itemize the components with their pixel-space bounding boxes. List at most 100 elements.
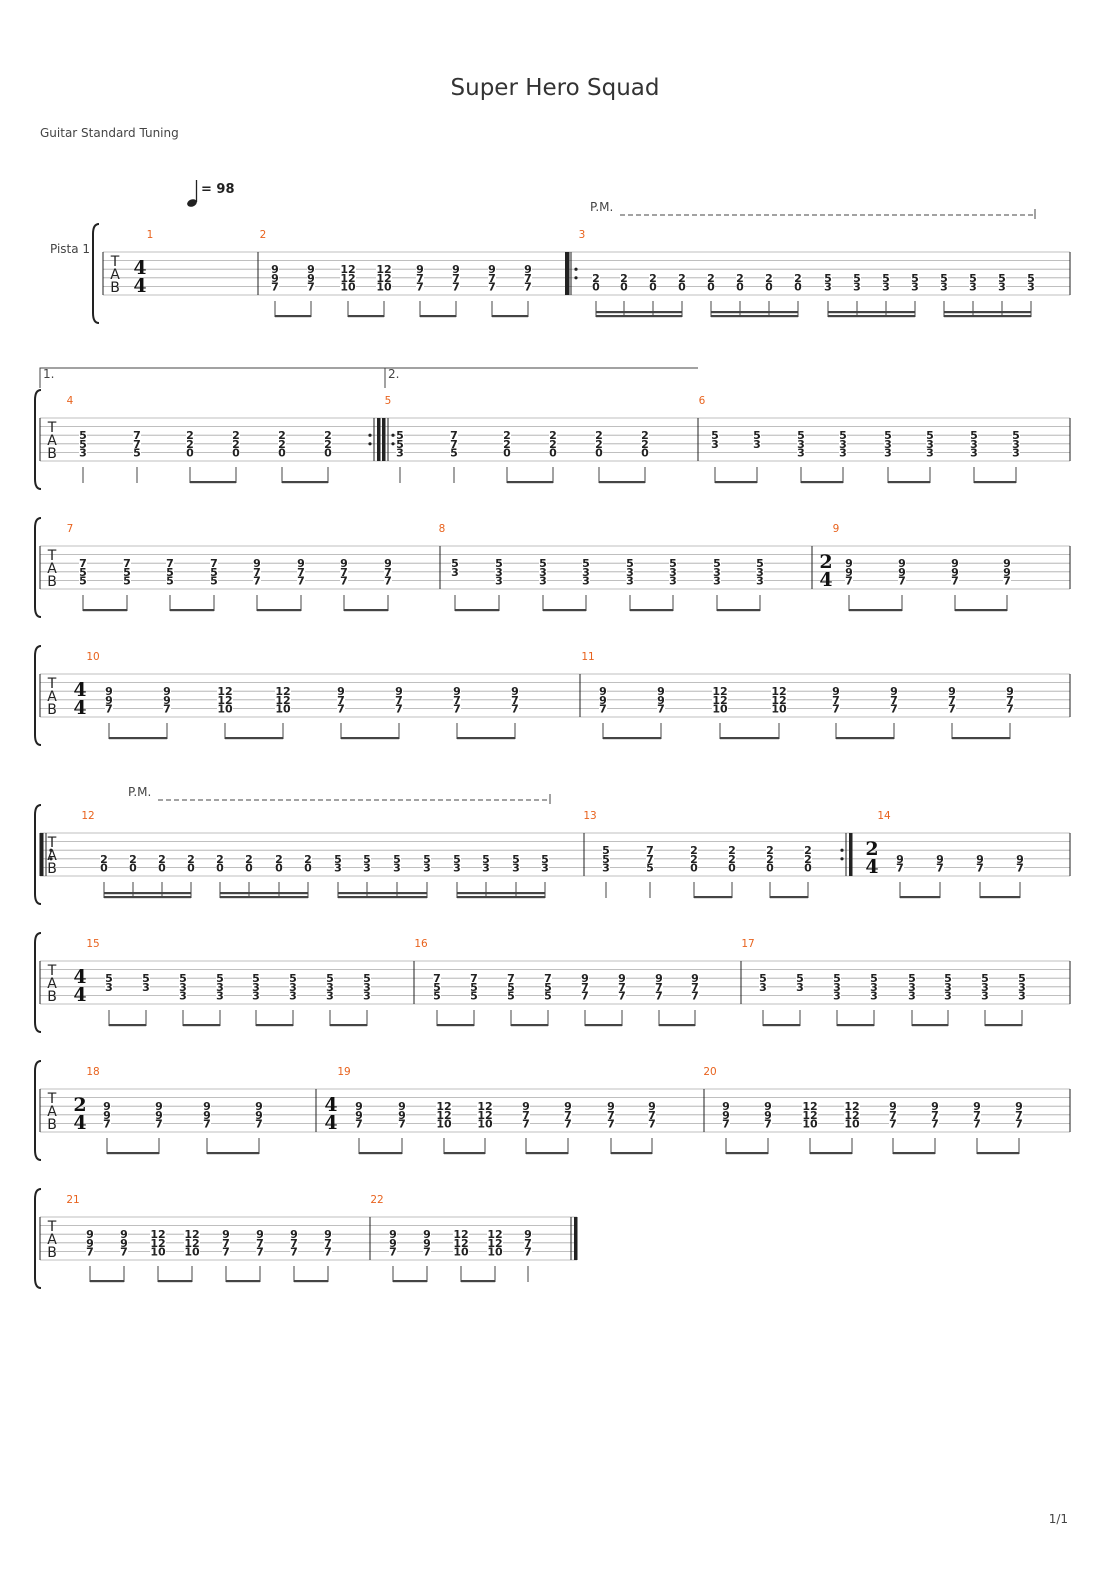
fret-bg — [541, 863, 549, 873]
time-signature-top: 4 — [73, 679, 86, 701]
fret-number: 9 — [488, 263, 496, 276]
fret-bg — [232, 431, 240, 441]
fret-bg — [105, 974, 113, 984]
fret-bg — [602, 854, 610, 864]
tab-clef-letter: T — [47, 835, 57, 851]
fret-bg — [657, 695, 665, 705]
repeat-start-bar — [40, 833, 44, 876]
fret-number: 2 — [278, 438, 286, 451]
beam — [457, 896, 545, 899]
fret-number: 7 — [452, 272, 460, 285]
fret-number: 3 — [582, 574, 590, 587]
beam — [83, 609, 127, 612]
fret-number: 7 — [524, 1245, 532, 1258]
fret-number: 7 — [657, 702, 665, 715]
fret-bg — [340, 282, 356, 292]
fret-bg — [232, 439, 240, 449]
fret-number: 7 — [936, 861, 944, 874]
fret-bg — [832, 687, 840, 697]
fret-bg — [618, 991, 626, 1001]
fret-number: 5 — [495, 557, 503, 570]
fret-bg — [1015, 1119, 1023, 1129]
fret-number: 2 — [324, 429, 332, 442]
fret-number: 7 — [1015, 1117, 1023, 1130]
beam — [828, 311, 915, 314]
fret-number: 9 — [163, 685, 171, 698]
fret-number: 7 — [564, 1117, 572, 1130]
fret-bg — [824, 273, 832, 283]
fret-bg — [278, 431, 286, 441]
fret-number: 9 — [691, 972, 699, 985]
fret-bg — [844, 1102, 860, 1112]
beam — [461, 1280, 495, 1283]
fret-number: 5 — [539, 557, 547, 570]
fret-number: 7 — [470, 972, 478, 985]
fret-number: 2 — [620, 272, 628, 285]
fret-bg — [948, 687, 956, 697]
fret-bg — [307, 273, 315, 283]
beam — [104, 892, 191, 895]
fret-bg — [853, 282, 861, 292]
fret-bg — [326, 974, 334, 984]
fret-number: 5 — [602, 853, 610, 866]
fret-number: 9 — [256, 1228, 264, 1241]
beam — [393, 1280, 427, 1283]
volta-label: 2. — [388, 367, 399, 381]
fret-number: 7 — [120, 1245, 128, 1258]
fret-bg — [179, 991, 187, 1001]
fret-number: 12 — [487, 1228, 502, 1241]
fret-number: 3 — [582, 566, 590, 579]
fret-number: 9 — [120, 1237, 128, 1250]
fret-number: 3 — [539, 566, 547, 579]
fret-number: 3 — [539, 574, 547, 587]
fret-number: 0 — [707, 280, 715, 293]
fret-number: 10 — [771, 702, 787, 715]
fret-bg — [324, 431, 332, 441]
fret-number: 5 — [911, 272, 919, 285]
fret-bg — [216, 991, 224, 1001]
fret-bg — [981, 991, 989, 1001]
fret-number: 5 — [944, 972, 952, 985]
fret-bg — [376, 282, 392, 292]
fret-bg — [870, 982, 878, 992]
fret-bg — [210, 567, 218, 577]
fret-number: 3 — [289, 981, 297, 994]
fret-bg — [756, 559, 764, 569]
fret-number: 12 — [844, 1100, 859, 1113]
fret-number: 5 — [453, 853, 461, 866]
fret-number: 9 — [564, 1100, 572, 1113]
fret-number: 2 — [690, 844, 698, 857]
fret-number: 3 — [216, 981, 224, 994]
fret-number: 9 — [395, 685, 403, 698]
fret-number: 3 — [1018, 989, 1026, 1002]
fret-number: 0 — [186, 446, 194, 459]
fret-number: 9 — [896, 853, 904, 866]
fret-number: 2 — [187, 853, 195, 866]
fret-bg — [844, 1110, 860, 1120]
beam — [220, 896, 308, 899]
beam — [717, 609, 760, 612]
fret-bg — [186, 431, 194, 441]
fret-number: 3 — [1027, 280, 1035, 293]
time-signature-top: 2 — [865, 838, 878, 860]
fret-number: 0 — [794, 280, 802, 293]
fret-number: 7 — [416, 272, 424, 285]
fret-bg — [655, 982, 663, 992]
fret-bg — [1003, 567, 1011, 577]
fret-number: 5 — [981, 972, 989, 985]
fret-number: 5 — [451, 557, 459, 570]
measure-number: 14 — [877, 810, 891, 822]
fret-number: 7 — [384, 574, 392, 587]
fret-number: 9 — [389, 1228, 397, 1241]
fret-bg — [797, 439, 805, 449]
fret-number: 5 — [544, 981, 552, 994]
fret-number: 9 — [307, 272, 315, 285]
fret-number: 12 — [844, 1109, 859, 1122]
fret-number: 5 — [396, 438, 404, 451]
fret-bg — [926, 439, 934, 449]
fret-number: 9 — [524, 1228, 532, 1241]
time-signature-top: 4 — [133, 257, 146, 279]
fret-number: 7 — [1006, 694, 1014, 707]
fret-number: 7 — [488, 272, 496, 285]
